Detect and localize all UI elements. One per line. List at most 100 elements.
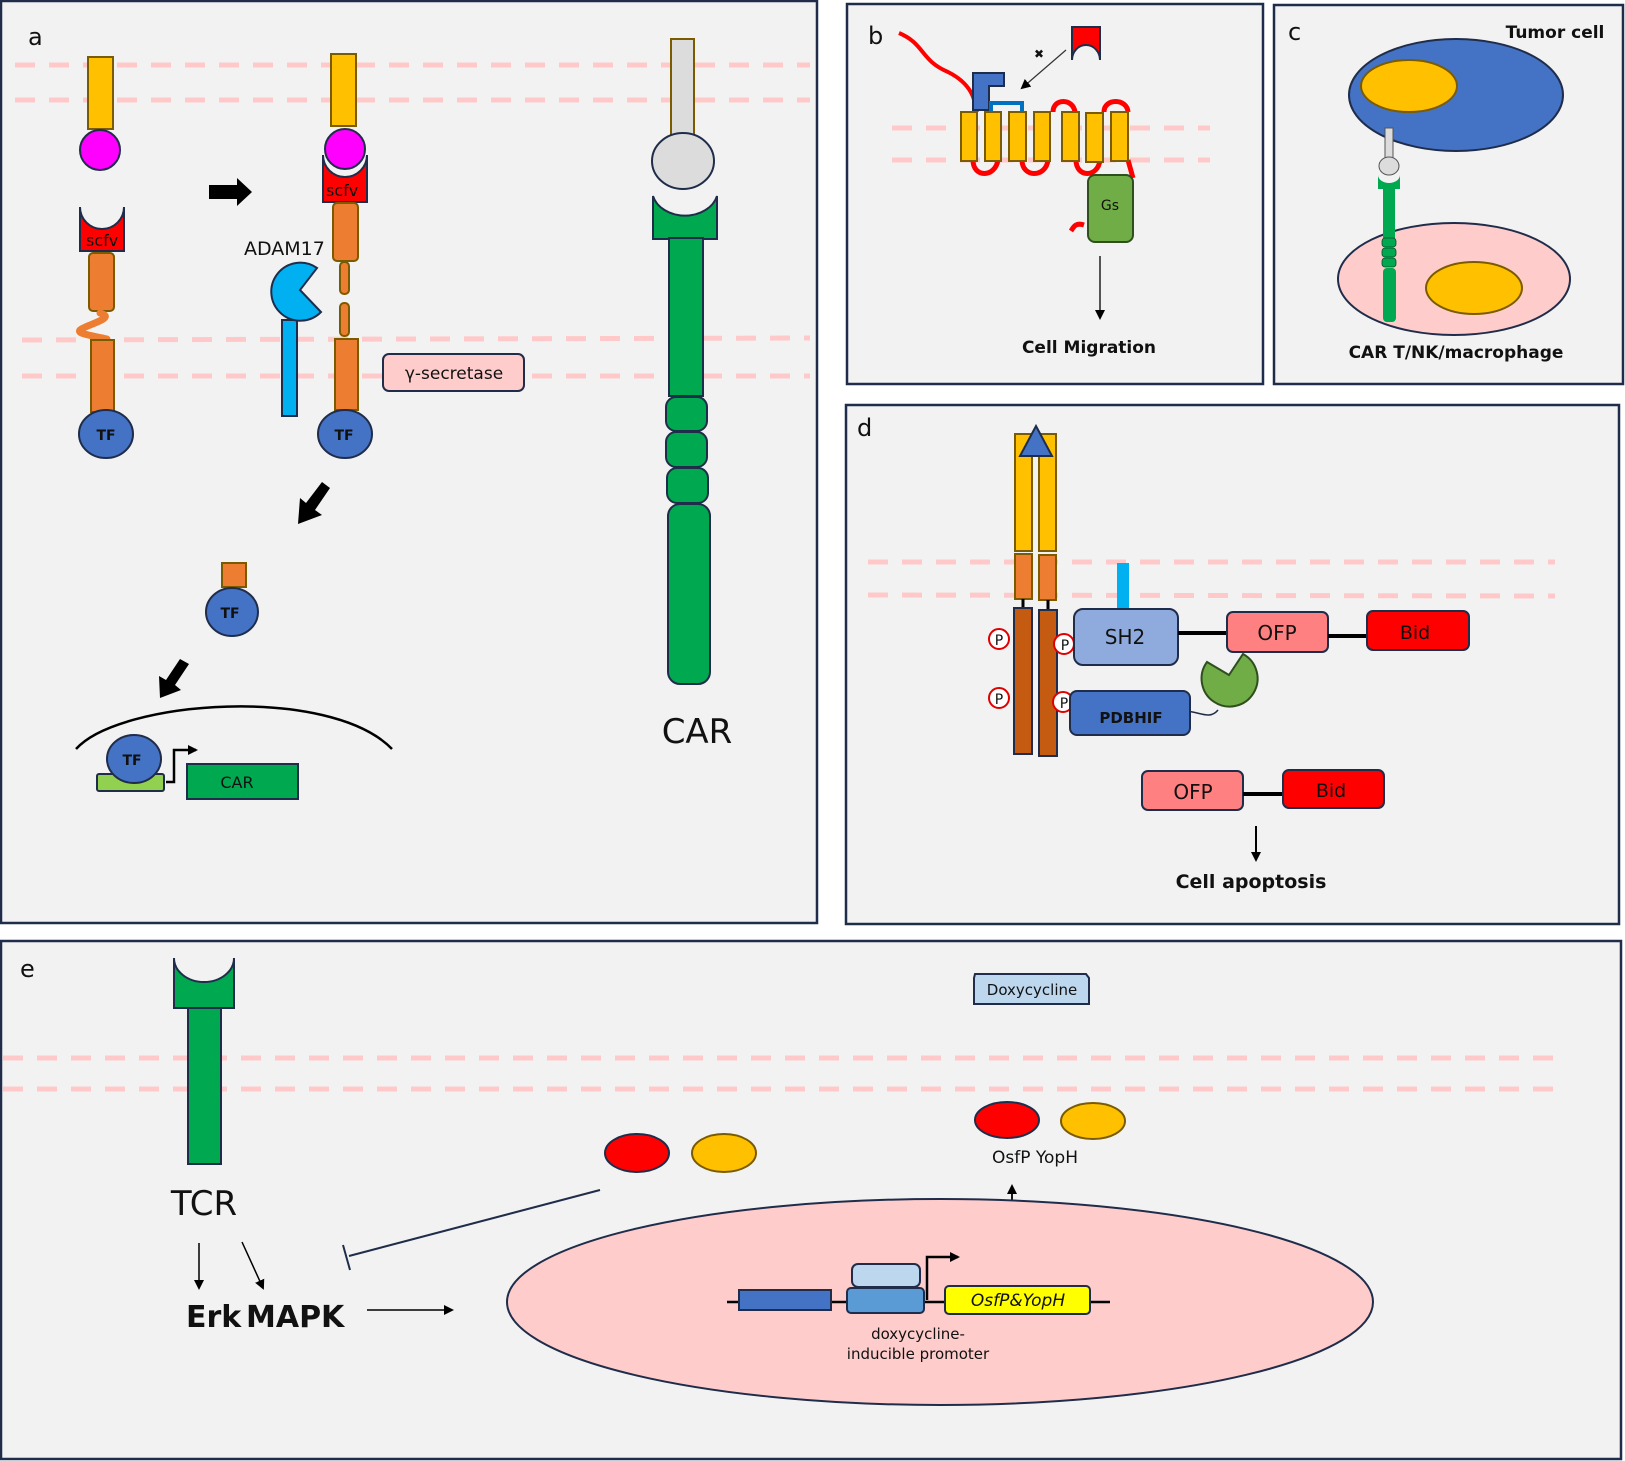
phospho-label: P (1061, 638, 1069, 654)
transmembrane-helix (1110, 111, 1129, 162)
adam17-head (270, 261, 323, 322)
panel-b-frame (845, 2, 1265, 386)
tf-label: TF (220, 606, 239, 622)
bid-box (1366, 610, 1470, 651)
inhibitor: ✖ (1020, 26, 1101, 90)
gamma-secretase-label: γ-secretase (405, 364, 503, 384)
phosphatases-cytoplasm (604, 1133, 757, 1173)
ligand-triangle (1018, 423, 1054, 457)
transmembrane-helix (1033, 111, 1051, 162)
car-binding-domain (652, 195, 718, 240)
sh2-module: SH2 (1073, 608, 1179, 666)
transmembrane-helix (960, 111, 978, 162)
yoph-protein (1060, 1102, 1126, 1140)
phospho-site (988, 628, 1010, 650)
transcription-start-arrow (925, 1252, 960, 1300)
mapk-label: MAPK (246, 1300, 346, 1335)
phospho-label: P (995, 633, 1003, 649)
inhibit-mark: ✖ (1034, 47, 1044, 61)
gs-label: Gs (1101, 198, 1119, 214)
pdbhif-label: PDBHIF (1099, 709, 1162, 727)
adam17-protease: ADAM17 (244, 238, 325, 417)
car-costim-domain (666, 467, 709, 504)
notch-stub (221, 562, 247, 588)
phospho-label: P (1060, 696, 1068, 712)
bid-box (1282, 769, 1385, 809)
tumor-nucleus (1360, 59, 1458, 113)
ofp-label: OFP (1173, 780, 1212, 804)
car-costim-domain (1381, 237, 1397, 248)
transmembrane-domain (1038, 554, 1057, 601)
membrane-anchor (1117, 563, 1129, 610)
nuclear-envelope (75, 705, 393, 750)
inhibitor-shape (1071, 26, 1101, 61)
doxycycline-label: Doxycycline (987, 981, 1077, 999)
car-costim-domain (1381, 247, 1397, 258)
promoter-label-line1: doxycycline- (871, 1325, 965, 1343)
scfv-label: scfv (326, 181, 358, 200)
cell-apoptosis-label: Cell apoptosis (1176, 871, 1327, 893)
released-ofp-bid: OFP Bid (1141, 769, 1385, 811)
antigen-left (79, 56, 121, 171)
car-binding-domain (1378, 175, 1400, 189)
released-tf: TF (205, 562, 259, 637)
scfv-domain (79, 206, 125, 252)
pdbhif-box (1069, 690, 1191, 736)
extracellular-domain (1014, 433, 1033, 552)
cleaved-fragment (339, 261, 350, 295)
bid-label: Bid (1400, 622, 1430, 644)
extracellular-domain (1038, 433, 1057, 552)
gamma-secretase-box: γ-secretase (382, 353, 525, 392)
antigen-stalk (670, 38, 695, 137)
panel-c-label: c (1288, 18, 1301, 46)
tf-label: TF (334, 428, 353, 444)
membrane-inner-line (867, 592, 1556, 599)
tcr-stalk (187, 1007, 222, 1165)
car-costim-domain (1381, 257, 1397, 268)
car-gene-box (186, 763, 299, 800)
pdbhif-module: PDBHIF (1069, 690, 1191, 736)
protease-pacman (1200, 652, 1259, 708)
signal-arrow-mapk (241, 1241, 265, 1290)
inhibition-stroke (348, 1189, 601, 1257)
osfp-protein (974, 1101, 1040, 1139)
kinase-domain (1013, 607, 1033, 755)
antigen-ligand (79, 129, 121, 171)
panel-c: c Tumor cell CAR T/NK/macrophage (1272, 3, 1625, 386)
gs-shape (1087, 174, 1134, 243)
car-label: CAR (662, 712, 733, 752)
phospho-sites: P P P P (988, 628, 1075, 713)
phosphatases-label: OsfP YopH (992, 1148, 1078, 1168)
notch-coil (76, 309, 111, 343)
target-gene-label: OsfP&YopH (971, 1291, 1065, 1311)
adam17-stalk (281, 319, 298, 417)
tf-domain (106, 734, 162, 784)
receptor-dimer (1013, 423, 1058, 757)
synnotch-cleaved: TF (317, 202, 373, 459)
inhibition-bar (342, 1244, 351, 1271)
panel-d-frame (844, 403, 1621, 926)
gpcr-loops (970, 99, 1136, 233)
ligand-bridge (989, 101, 1024, 111)
antigen-stalk (87, 56, 114, 130)
mini-car-receptor (1378, 127, 1400, 322)
car-transmembrane (1383, 188, 1395, 238)
notch-core (332, 202, 359, 262)
antigen-head (1378, 156, 1400, 176)
phospho-site (988, 687, 1010, 709)
ligand-pocket (972, 72, 1005, 111)
bid-label: Bid (1316, 780, 1346, 802)
promoter-label-line2: inducible promoter (847, 1345, 990, 1363)
car-gene-cassette: TF CAR (96, 734, 299, 800)
scfv-domain (322, 154, 368, 203)
car-gene-label: CAR (220, 773, 253, 792)
tcr-label: TCR (170, 1184, 237, 1224)
notch-transmembrane (334, 338, 359, 411)
transmembrane-helix (1008, 111, 1027, 162)
effector-nucleus (1425, 261, 1523, 315)
car-transmembrane (668, 237, 704, 397)
cell-migration-label: Cell Migration (1022, 338, 1156, 358)
car-costim-domain (665, 396, 708, 432)
effector-cell-label: CAR T/NK/macrophage (1349, 343, 1564, 363)
